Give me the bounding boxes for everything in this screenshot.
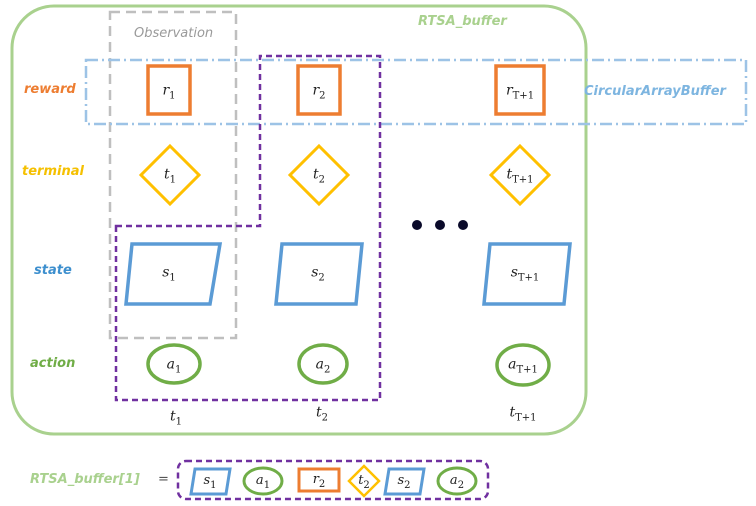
terminal-diamond (138, 143, 202, 207)
container-label: RTSA_buffer (418, 14, 507, 29)
terminal-cell: t1 (163, 166, 177, 186)
action-ellipse (242, 466, 284, 496)
index-item: r2 (312, 472, 326, 490)
reward-cell: r1 (162, 82, 176, 102)
action-cell: a2 (315, 356, 331, 376)
reward-cell: rT+1 (505, 82, 535, 102)
index-item: a1 (255, 473, 271, 491)
state-cell: s2 (311, 264, 325, 284)
reward-box (296, 64, 342, 116)
reward-box (146, 64, 192, 116)
index-item: a2 (449, 473, 465, 491)
circular-array-buffer-band (84, 58, 748, 126)
state-parallelogram (274, 242, 364, 306)
state-parallelogram (189, 467, 232, 496)
sample-selection-outline (114, 54, 382, 402)
row-label-state: state (34, 263, 72, 278)
row-label-reward: reward (24, 82, 76, 97)
time-label: tT+1 (509, 404, 537, 424)
action-cell: a1 (166, 356, 182, 376)
terminal-cell: t2 (312, 166, 326, 186)
observation-frame (108, 10, 238, 340)
action-ellipse (146, 343, 202, 385)
terminal-diamond (287, 143, 351, 207)
action-ellipse (495, 343, 551, 387)
action-ellipse (436, 466, 478, 496)
index-item: s2 (397, 473, 411, 491)
row-label-terminal: terminal (22, 164, 84, 179)
action-cell: aT+1 (508, 356, 538, 376)
rtsa-buffer-container (10, 4, 588, 436)
state-parallelogram (124, 242, 223, 306)
time-label: t1 (169, 408, 183, 428)
reward-box (494, 64, 546, 116)
ellipsis-dot (458, 220, 468, 230)
reward-cell: r2 (312, 82, 326, 102)
buffer-label: CircularArrayBuffer (584, 84, 726, 99)
row-label-action: action (30, 356, 76, 371)
index-expression-equals: = (158, 472, 169, 487)
state-cell: s1 (162, 264, 176, 284)
reward-box (297, 467, 341, 493)
terminal-cell: tT+1 (506, 166, 534, 186)
state-parallelogram (482, 242, 572, 306)
time-label: t2 (315, 404, 329, 424)
index-item: t2 (358, 473, 370, 491)
ellipsis-dot (412, 220, 422, 230)
observation-label: Observation (134, 26, 214, 41)
terminal-diamond (488, 143, 552, 207)
index-expression-name: RTSA_buffer[1] (30, 472, 140, 487)
state-parallelogram (383, 467, 426, 496)
index-item: s1 (203, 473, 217, 491)
ellipsis-dot (435, 220, 445, 230)
terminal-diamond (347, 464, 381, 498)
state-cell: sT+1 (510, 264, 540, 284)
action-ellipse (297, 343, 349, 385)
